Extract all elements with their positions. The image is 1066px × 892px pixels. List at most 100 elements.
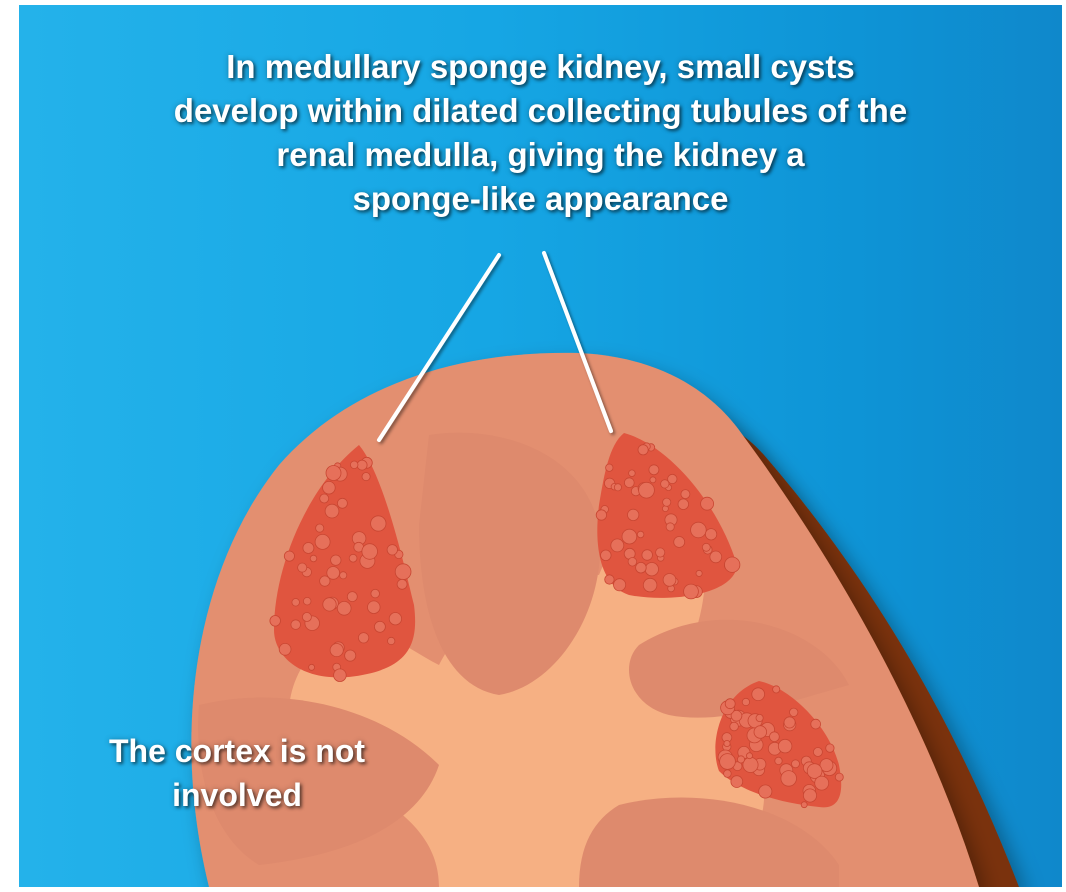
cyst-dot (725, 699, 735, 709)
cortex-note-line: The cortex is not (72, 729, 402, 773)
cyst-dot (773, 686, 780, 693)
cyst-dot (350, 461, 358, 469)
main-caption: In medullary sponge kidney, small cysts … (19, 45, 1062, 221)
cyst-dot (756, 714, 763, 721)
cyst-dot (362, 544, 378, 560)
cyst-dot (661, 480, 669, 488)
cyst-dot (724, 740, 730, 746)
cyst-dot (596, 510, 606, 520)
caption-line: In medullary sponge kidney, small cysts (19, 45, 1062, 89)
cyst-dot (614, 484, 621, 491)
cyst-dot (770, 732, 780, 742)
cyst-dot (326, 466, 341, 481)
cyst-dot (656, 548, 665, 557)
cyst-dot (826, 744, 834, 752)
caption-line: develop within dilated collecting tubule… (19, 89, 1062, 133)
cyst-dot (368, 601, 381, 614)
cyst-dot (270, 616, 281, 627)
cyst-dot (737, 756, 744, 763)
caption-line: sponge-like appearance (19, 177, 1062, 221)
cyst-dot (674, 537, 685, 548)
cyst-dot (388, 637, 395, 644)
cyst-dot (397, 579, 407, 589)
cyst-dot (374, 621, 385, 632)
cyst-dot (666, 523, 674, 531)
cyst-dot (298, 563, 307, 572)
cyst-dot (743, 757, 758, 772)
cyst-dot (622, 529, 637, 544)
cyst-dot (792, 760, 800, 768)
cyst-dot (642, 550, 653, 561)
cyst-dot (303, 543, 314, 554)
cortex-note: The cortex is not involved (72, 729, 402, 817)
cyst-dot (362, 473, 370, 481)
cyst-dot (684, 584, 699, 599)
caption-line: renal medulla, giving the kidney a (19, 133, 1062, 177)
cyst-dot (601, 550, 612, 561)
cyst-dot (337, 601, 351, 615)
cyst-dot (813, 748, 822, 757)
cyst-dot (330, 644, 343, 657)
cyst-dot (309, 664, 315, 670)
cyst-dot (357, 460, 367, 470)
cyst-dot (614, 579, 626, 591)
cortex-note-line: involved (72, 773, 402, 817)
cyst-dot (331, 555, 341, 565)
cyst-dot (292, 599, 300, 607)
cyst-dot (303, 597, 311, 605)
cyst-dot (731, 776, 743, 788)
cyst-dot (345, 650, 356, 661)
cyst-dot (279, 643, 291, 655)
cyst-dot (801, 802, 807, 808)
cyst-dot (624, 478, 634, 488)
cyst-dot (754, 726, 767, 739)
cyst-dot (606, 464, 613, 471)
cyst-dot (636, 562, 647, 573)
cyst-dot (720, 754, 736, 770)
cyst-dot (629, 470, 636, 477)
cyst-dot (325, 504, 339, 518)
cyst-dot (639, 482, 655, 498)
cyst-dot (284, 551, 294, 561)
blue-background-panel: In medullary sponge kidney, small cysts … (19, 5, 1062, 887)
cyst-dot (605, 575, 614, 584)
cyst-dot (302, 613, 311, 622)
cyst-dot (835, 773, 843, 781)
cyst-dot (705, 529, 716, 540)
cyst-dot (638, 445, 648, 455)
cyst-dot (340, 572, 347, 579)
cyst-dot (790, 708, 798, 716)
cyst-dot (650, 477, 656, 483)
cyst-dot (315, 534, 330, 549)
cyst-dot (678, 499, 689, 510)
cyst-dot (643, 578, 657, 592)
cyst-dot (628, 558, 637, 567)
cyst-dot (724, 770, 732, 778)
cyst-dot (334, 669, 347, 682)
cyst-dot (696, 570, 702, 576)
cyst-dot (730, 722, 739, 731)
cyst-dot (310, 555, 317, 562)
cyst-dot (747, 753, 753, 759)
cyst-dot (323, 598, 336, 611)
cyst-dot (778, 739, 792, 753)
cyst-dot (663, 574, 676, 587)
cyst-dot (291, 620, 301, 630)
cyst-dot (347, 592, 357, 602)
cyst-dot (702, 543, 710, 551)
cyst-dot (815, 776, 829, 790)
cyst-dot (387, 545, 397, 555)
cyst-dot (784, 717, 795, 728)
cyst-dot (611, 539, 624, 552)
cyst-dot (371, 516, 386, 531)
cyst-dot (320, 494, 329, 503)
cyst-dot (628, 509, 639, 520)
cyst-dot (710, 551, 722, 563)
cyst-dot (637, 531, 644, 538)
cyst-dot (725, 557, 740, 572)
cyst-dot (781, 771, 797, 787)
cyst-dot (320, 576, 330, 586)
cyst-dot (337, 498, 347, 508)
cyst-dot (649, 465, 659, 475)
cyst-dot (681, 490, 690, 499)
